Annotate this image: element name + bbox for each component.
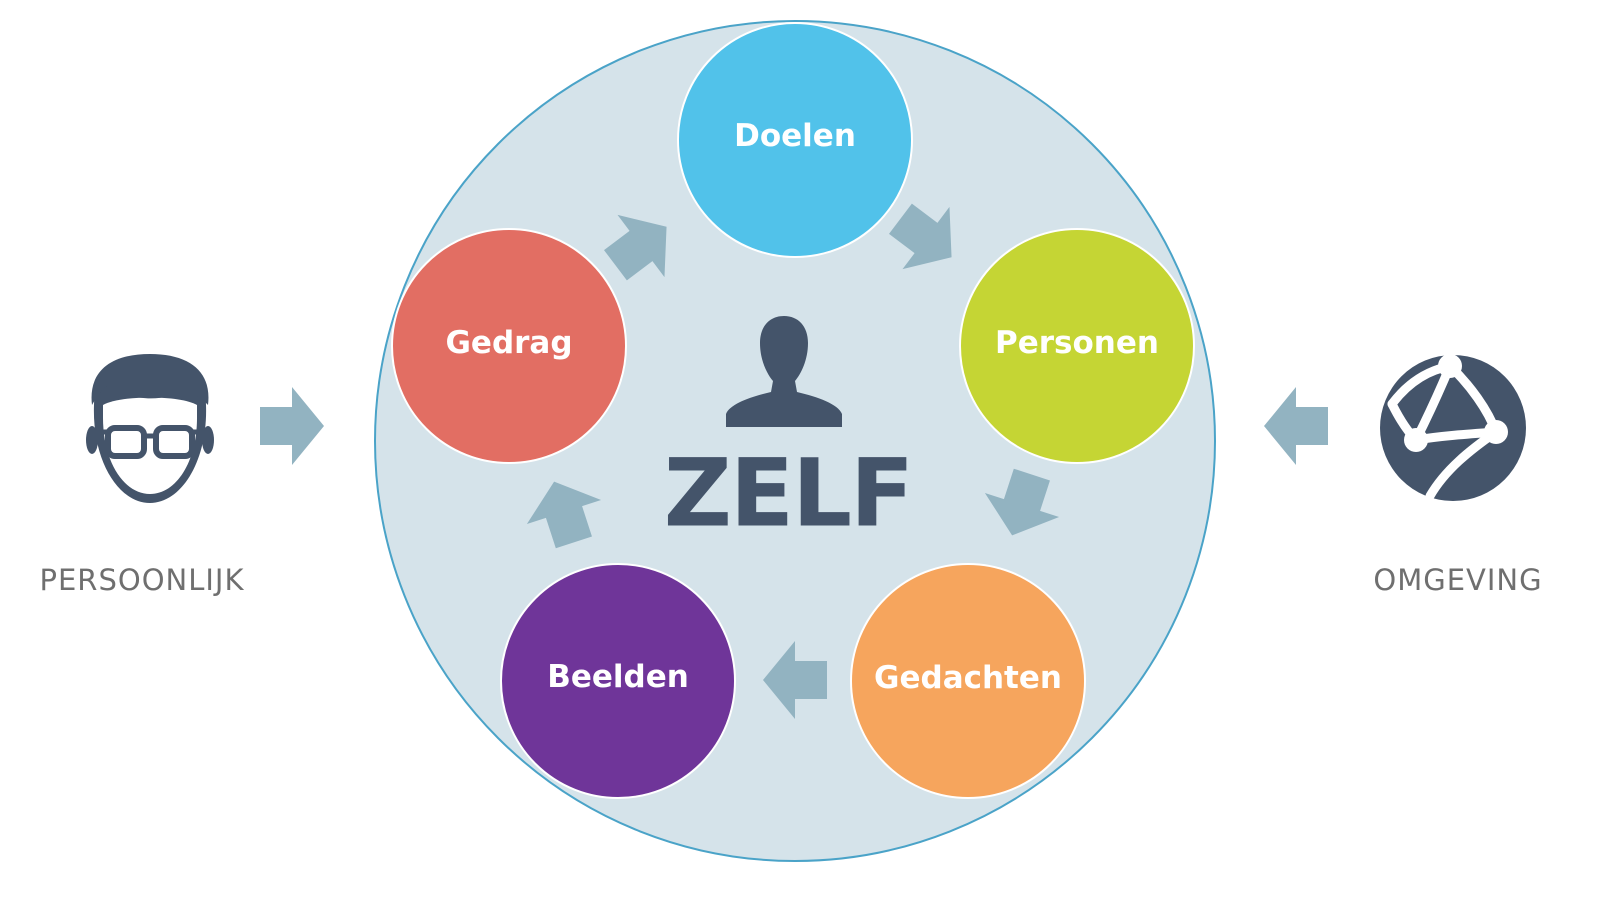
node-beelden-label: Beelden bbox=[547, 659, 689, 695]
input-label-omgeving: OMGEVING bbox=[1373, 563, 1542, 597]
person-silhouette-icon bbox=[726, 316, 842, 427]
node-personen: Personen bbox=[959, 228, 1195, 464]
arrow-persoonlijk-in bbox=[260, 387, 324, 465]
network-globe-icon bbox=[1380, 354, 1526, 501]
node-doelen: Doelen bbox=[677, 22, 913, 258]
node-personen-label: Personen bbox=[995, 325, 1159, 361]
person-with-glasses-icon bbox=[86, 354, 214, 503]
arrow-omgeving-in bbox=[1264, 387, 1328, 465]
center-label-zelf: ZELF bbox=[664, 440, 912, 549]
node-gedachten-label: Gedachten bbox=[874, 660, 1062, 696]
node-beelden: Beelden bbox=[500, 563, 736, 799]
node-doelen-label: Doelen bbox=[734, 118, 856, 154]
input-label-persoonlijk: PERSOONLIJK bbox=[40, 563, 245, 597]
node-gedrag: Gedrag bbox=[391, 228, 627, 464]
node-gedrag-label: Gedrag bbox=[445, 325, 572, 361]
node-gedachten: Gedachten bbox=[850, 563, 1086, 799]
